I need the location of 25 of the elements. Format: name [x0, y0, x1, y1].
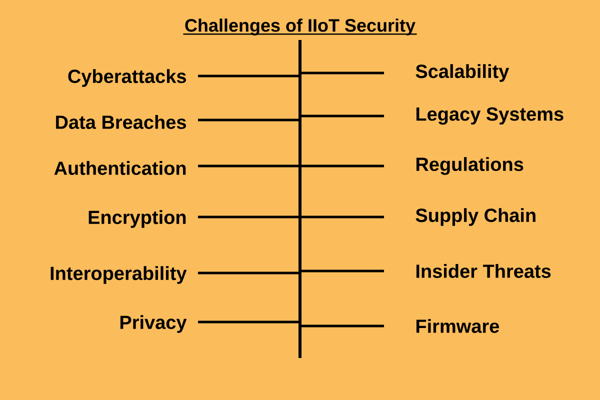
connector-line [198, 320, 300, 324]
connector-line [198, 216, 300, 218]
title: Challenges of IIoT Security [183, 18, 417, 36]
challenge-label: Cyberattacks [68, 69, 186, 87]
challenge-label: Insider Threats [416, 264, 551, 278]
challenge-label: Firmware [416, 319, 500, 333]
connector-line [300, 164, 384, 168]
challenge-label: Supply Chain [416, 208, 536, 226]
connector-line [300, 72, 384, 74]
connector-line [300, 270, 384, 272]
connector-line [300, 324, 384, 328]
challenge-label: Encryption [88, 210, 186, 228]
connector-line [198, 272, 300, 274]
connector-line [300, 114, 384, 118]
connector-line [198, 74, 300, 78]
challenge-label: Scalability [416, 64, 510, 82]
challenge-label: Legacy Systems [416, 107, 564, 125]
connector-line [198, 118, 300, 122]
challenge-label: Authentication [54, 161, 186, 175]
challenge-label: Regulations [416, 157, 524, 175]
challenge-label: Privacy [120, 315, 187, 333]
connector-line [300, 216, 384, 218]
challenge-label: Data Breaches [56, 115, 186, 129]
challenge-label: Interoperability [50, 266, 187, 284]
connector-line [198, 164, 300, 168]
